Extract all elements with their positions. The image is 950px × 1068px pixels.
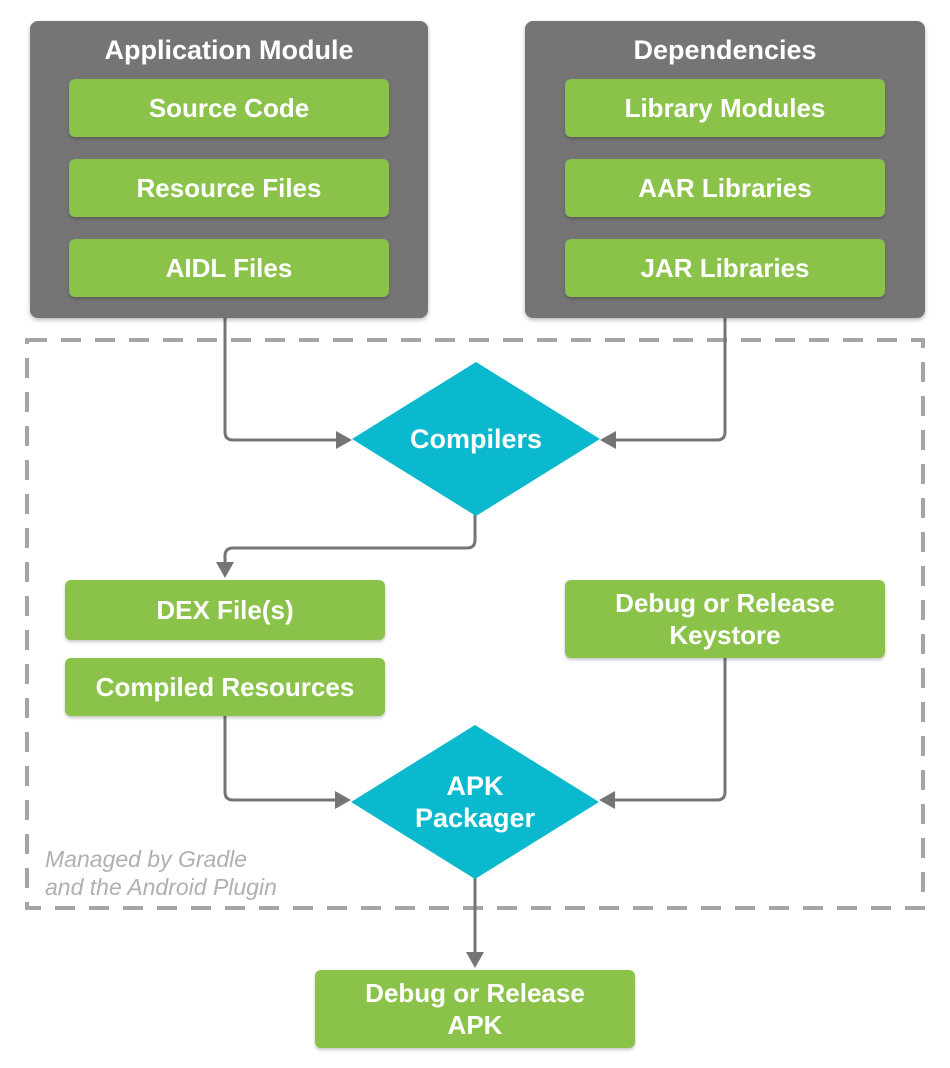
arrowhead-left-icon bbox=[599, 791, 615, 809]
panel-application-module: Application Module Source Code Resource … bbox=[30, 21, 428, 318]
node-apk-packager-label-line1: APK bbox=[446, 770, 504, 801]
arrowhead-down-icon bbox=[466, 952, 484, 968]
node-source-code: Source Code bbox=[69, 79, 389, 137]
connector-appmodule-to-compilers bbox=[223, 316, 338, 442]
node-library-modules: Library Modules bbox=[565, 79, 885, 137]
node-apk-output-label-line2: APK bbox=[447, 1010, 503, 1040]
node-keystore: Debug or Release Keystore bbox=[565, 580, 885, 658]
panel-title-dependencies: Dependencies bbox=[633, 35, 817, 65]
arrowhead-left-icon bbox=[600, 431, 616, 449]
node-apk-packager-label-line2: Packager bbox=[414, 803, 536, 833]
node-keystore-label-line1: Debug or Release bbox=[615, 587, 835, 618]
node-jar-libraries: JAR Libraries bbox=[565, 239, 885, 297]
node-aidl-files: AIDL Files bbox=[69, 239, 389, 297]
node-keystore-label-line2: Keystore bbox=[669, 620, 781, 650]
arrowhead-right-icon bbox=[335, 791, 351, 809]
node-resource-files: Resource Files bbox=[69, 159, 389, 217]
gradle-region-caption-line1: Managed by Gradle bbox=[45, 846, 248, 872]
connector-dependencies-to-compilers bbox=[614, 316, 727, 442]
arrowhead-down-icon bbox=[216, 562, 234, 578]
node-dex-files-label: DEX File(s) bbox=[156, 594, 294, 625]
node-apk-output: Debug or Release APK bbox=[315, 970, 635, 1048]
node-dex-files: DEX File(s) bbox=[65, 580, 385, 640]
connector-keystore-to-packager bbox=[613, 656, 727, 802]
arrowhead-right-icon bbox=[336, 431, 352, 449]
node-aar-libraries: AAR Libraries bbox=[565, 159, 885, 217]
node-compiled-resources: Compiled Resources bbox=[65, 658, 385, 716]
panel-title-application-module: Application Module bbox=[104, 35, 354, 65]
connector-compilers-to-dex bbox=[223, 512, 477, 562]
gradle-region-caption: Managed by Gradle and the Android Plugin bbox=[45, 845, 277, 901]
node-compilers-label: Compilers bbox=[409, 423, 543, 454]
node-compiled-resources-label: Compiled Resources bbox=[95, 671, 355, 702]
connector-resources-to-packager bbox=[223, 714, 337, 802]
gradle-region-caption-line2: and the Android Plugin bbox=[45, 874, 277, 900]
panel-dependencies: Dependencies Library Modules AAR Librari… bbox=[525, 21, 925, 318]
node-apk-output-label-line1: Debug or Release bbox=[365, 977, 585, 1008]
